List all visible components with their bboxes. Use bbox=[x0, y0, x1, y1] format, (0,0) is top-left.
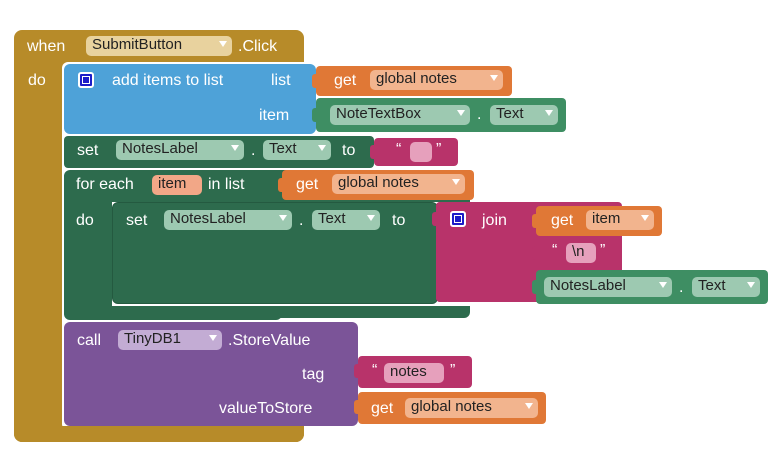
mutator-gear-icon[interactable] bbox=[78, 72, 94, 88]
tinydb1-name: TinyDB1 bbox=[124, 330, 181, 347]
noteslabel-name: NotesLabel bbox=[122, 140, 198, 157]
dot-label: . bbox=[251, 142, 256, 159]
global-notes-dropdown[interactable]: global notes bbox=[405, 398, 538, 418]
text-property-dropdown[interactable]: Text bbox=[490, 105, 558, 125]
text-property-dropdown[interactable]: Text bbox=[312, 210, 380, 230]
item-variable-name: item bbox=[158, 175, 187, 192]
list-socket-label: list bbox=[271, 72, 291, 89]
chevron-down-icon bbox=[490, 75, 498, 81]
chevron-down-icon bbox=[457, 110, 465, 116]
quote-open: “ bbox=[372, 362, 378, 379]
add-items-to-list-block[interactable] bbox=[64, 64, 316, 134]
notes-text-value: notes bbox=[390, 363, 427, 380]
socket-tab bbox=[532, 280, 540, 294]
submitbutton-name: SubmitButton bbox=[92, 36, 183, 53]
call-label: call bbox=[77, 332, 102, 349]
global-notes-name: global notes bbox=[376, 70, 457, 87]
event-name: .Click bbox=[238, 38, 278, 55]
get-label: get bbox=[371, 400, 394, 417]
quote-open: “ bbox=[396, 141, 402, 158]
item-variable-field[interactable]: item bbox=[152, 175, 202, 195]
for-each-footer bbox=[64, 306, 282, 320]
event-block-footer bbox=[14, 426, 304, 442]
get-label: get bbox=[551, 212, 574, 229]
mutator-gear-icon[interactable] bbox=[450, 211, 466, 227]
text-property-dropdown[interactable]: Text bbox=[263, 140, 331, 160]
noteslabel-component-dropdown[interactable]: NotesLabel bbox=[544, 277, 672, 297]
to-label: to bbox=[392, 212, 406, 229]
get-label: get bbox=[334, 72, 357, 89]
when-label: when bbox=[27, 38, 66, 55]
socket-tab bbox=[370, 145, 378, 159]
noteslabel-name: NotesLabel bbox=[550, 277, 626, 294]
quote-open: “ bbox=[552, 242, 558, 259]
socket-tab bbox=[354, 400, 362, 414]
add-items-label: add items to list bbox=[112, 72, 224, 89]
dot-label: . bbox=[679, 279, 684, 296]
method-name: .StoreValue bbox=[228, 332, 311, 349]
chevron-down-icon bbox=[231, 145, 239, 151]
noteslabel-name: NotesLabel bbox=[170, 210, 246, 227]
global-notes-dropdown[interactable]: global notes bbox=[370, 70, 503, 90]
chevron-down-icon bbox=[525, 403, 533, 409]
text-property-dropdown[interactable]: Text bbox=[692, 277, 760, 297]
chevron-down-icon bbox=[545, 110, 553, 116]
item-variable-dropdown[interactable]: item bbox=[586, 210, 654, 230]
join-label: join bbox=[482, 212, 507, 229]
to-label: to bbox=[342, 142, 356, 159]
quote-close: ” bbox=[600, 242, 606, 259]
get-label: get bbox=[296, 176, 319, 193]
chevron-down-icon bbox=[747, 282, 755, 288]
notetextbox-name: NoteTextBox bbox=[336, 105, 422, 122]
socket-tab bbox=[312, 74, 320, 88]
item-variable-name: item bbox=[592, 210, 621, 227]
socket-tab bbox=[278, 178, 286, 192]
set-label: set bbox=[126, 212, 148, 229]
socket-tab bbox=[532, 214, 540, 228]
chevron-down-icon bbox=[279, 215, 287, 221]
tag-label: tag bbox=[302, 366, 325, 383]
chevron-down-icon bbox=[641, 215, 649, 221]
tinydb1-component-dropdown[interactable]: TinyDB1 bbox=[118, 330, 222, 350]
socket-tab bbox=[312, 108, 320, 122]
newline-value: \n bbox=[572, 243, 585, 260]
quote-close: ” bbox=[436, 141, 442, 158]
chevron-down-icon bbox=[219, 41, 227, 47]
socket-tab bbox=[532, 246, 540, 260]
socket-tab bbox=[432, 212, 440, 226]
empty-text-field[interactable] bbox=[410, 142, 432, 162]
noteslabel-component-dropdown[interactable]: NotesLabel bbox=[116, 140, 244, 160]
newline-text-field[interactable]: \n bbox=[566, 243, 596, 263]
global-notes-name: global notes bbox=[411, 398, 492, 415]
quote-close: ” bbox=[450, 362, 456, 379]
text-property-name: Text bbox=[698, 277, 726, 294]
text-property-name: Text bbox=[496, 105, 524, 122]
chevron-down-icon bbox=[367, 215, 375, 221]
chevron-down-icon bbox=[209, 335, 217, 341]
socket-tab bbox=[354, 364, 362, 378]
chevron-down-icon bbox=[318, 145, 326, 151]
text-property-name: Text bbox=[269, 140, 297, 157]
item-socket-label: item bbox=[259, 107, 290, 124]
in-list-label: in list bbox=[208, 176, 245, 193]
set-label: set bbox=[77, 142, 99, 159]
submitbutton-component-dropdown[interactable]: SubmitButton bbox=[86, 36, 232, 56]
for-each-label: for each bbox=[76, 176, 134, 193]
value-to-store-label: valueToStore bbox=[219, 400, 313, 417]
text-property-name: Text bbox=[318, 210, 346, 227]
global-notes-name: global notes bbox=[338, 174, 419, 191]
notes-text-field[interactable]: notes bbox=[384, 363, 444, 383]
dot-label: . bbox=[299, 212, 304, 229]
chevron-down-icon bbox=[659, 282, 667, 288]
dot-label: . bbox=[477, 106, 482, 123]
global-notes-dropdown[interactable]: global notes bbox=[332, 174, 465, 194]
noteslabel-component-dropdown[interactable]: NotesLabel bbox=[164, 210, 292, 230]
notetextbox-component-dropdown[interactable]: NoteTextBox bbox=[330, 105, 470, 125]
chevron-down-icon bbox=[452, 179, 460, 185]
do-label: do bbox=[28, 72, 46, 89]
do-label: do bbox=[76, 212, 94, 229]
